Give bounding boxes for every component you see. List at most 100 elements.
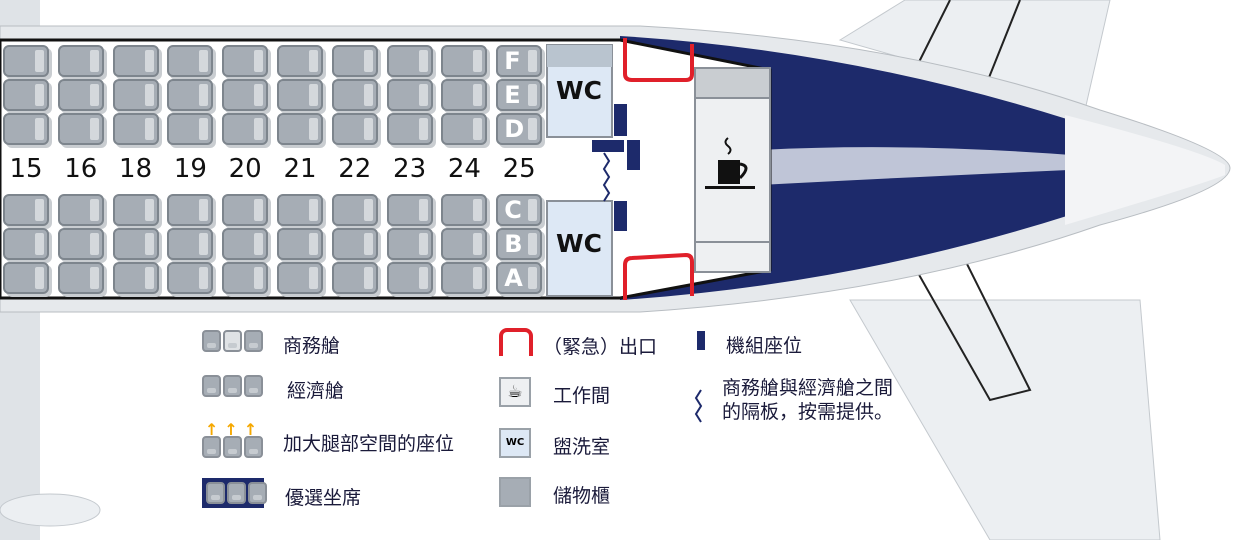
row-number: 22 — [338, 154, 372, 184]
legend-extra-legroom: 加大腿部空間的座位 — [283, 433, 455, 455]
seat[interactable]: E — [496, 79, 543, 111]
seat[interactable] — [57, 45, 104, 77]
seat[interactable] — [331, 194, 378, 226]
exit-upper — [623, 38, 694, 82]
seat[interactable] — [57, 79, 104, 111]
seat[interactable] — [167, 79, 214, 111]
legend-divider-line1: 商務艙與經濟艙之間 — [722, 377, 894, 399]
seat[interactable] — [441, 262, 488, 294]
coffee-icon — [705, 137, 755, 189]
seat[interactable] — [222, 113, 269, 145]
seat[interactable]: D — [496, 113, 543, 145]
galley-icon: ☕ — [499, 377, 531, 407]
legend-crew-seat: 機組座位 — [726, 335, 803, 357]
seat[interactable] — [3, 113, 49, 145]
seat[interactable] — [386, 228, 433, 260]
seat[interactable] — [57, 228, 104, 260]
row-number: 20 — [228, 154, 262, 184]
seat[interactable] — [167, 45, 214, 77]
crew-seats — [592, 104, 640, 231]
row-number: 23 — [393, 154, 427, 184]
row-number: 21 — [283, 154, 317, 184]
seat[interactable] — [112, 228, 159, 260]
seat[interactable]: F — [496, 45, 543, 77]
seat[interactable] — [3, 79, 49, 111]
seat[interactable] — [167, 194, 214, 226]
seat[interactable] — [167, 228, 214, 260]
seat[interactable] — [441, 45, 488, 77]
wc-label-lower: WC — [556, 229, 602, 258]
seat[interactable] — [277, 79, 323, 111]
seat[interactable] — [441, 228, 488, 260]
legend-business: 商務艙 — [283, 335, 341, 357]
seat[interactable] — [386, 113, 433, 145]
seat[interactable] — [277, 228, 323, 260]
seat[interactable] — [441, 113, 488, 145]
seat[interactable] — [112, 79, 159, 111]
seat[interactable] — [222, 194, 269, 226]
legend-business-icon — [202, 330, 263, 352]
seat[interactable] — [386, 45, 433, 77]
seat[interactable] — [277, 113, 323, 145]
seat[interactable] — [277, 194, 323, 226]
legend-lavatory: 盥洗室 — [553, 436, 611, 458]
seat[interactable] — [441, 79, 488, 111]
row-number: 24 — [447, 154, 481, 184]
row-number: 25 — [502, 154, 536, 184]
exit-icon — [499, 328, 533, 356]
seat[interactable] — [331, 228, 378, 260]
seat[interactable]: B — [496, 228, 543, 260]
seat[interactable] — [277, 45, 323, 77]
seat[interactable] — [331, 45, 378, 77]
seat[interactable] — [222, 262, 269, 294]
seat[interactable] — [112, 262, 159, 294]
seat[interactable] — [3, 194, 49, 226]
seat[interactable] — [112, 45, 159, 77]
seat[interactable] — [3, 45, 49, 77]
row-number: 16 — [64, 154, 98, 184]
seat[interactable] — [331, 113, 378, 145]
seat[interactable] — [112, 194, 159, 226]
seat[interactable] — [112, 113, 159, 145]
arrow-up-icon: ↑↑↑ — [205, 420, 264, 439]
seat[interactable] — [57, 194, 104, 226]
row-number: 19 — [173, 154, 207, 184]
legend-preferred: 優選坐席 — [285, 487, 362, 509]
legend-preferred-seats — [206, 482, 267, 504]
seat[interactable] — [167, 262, 214, 294]
wc-lower — [546, 200, 613, 297]
legend-galley: 工作間 — [553, 385, 611, 407]
seat[interactable] — [222, 79, 269, 111]
seat[interactable]: C — [496, 194, 543, 226]
legend-extra-legroom-icon — [202, 436, 263, 458]
exit-lower — [623, 252, 694, 300]
crew-seat-icon — [697, 331, 705, 350]
seat[interactable] — [441, 194, 488, 226]
divider-zigzag — [602, 152, 611, 202]
seat[interactable] — [222, 45, 269, 77]
seat[interactable] — [331, 262, 378, 294]
row-number: 18 — [119, 154, 153, 184]
seat[interactable] — [3, 228, 49, 260]
divider-icon — [694, 389, 703, 423]
storage-icon — [499, 477, 531, 507]
lower-wing — [849, 299, 1161, 540]
legend-exit: （緊急）出口 — [543, 336, 658, 358]
seat[interactable] — [222, 228, 269, 260]
seat[interactable]: A — [496, 262, 543, 294]
row-number: 15 — [9, 154, 43, 184]
seat[interactable] — [277, 262, 323, 294]
seat[interactable] — [57, 262, 104, 294]
seat[interactable] — [386, 194, 433, 226]
seat[interactable] — [386, 262, 433, 294]
legend-divider-line2: 的隔板，按需提供。 — [722, 401, 894, 423]
wc-label-upper: WC — [556, 76, 602, 105]
seat[interactable] — [331, 79, 378, 111]
seat[interactable] — [3, 262, 49, 294]
seat[interactable] — [57, 113, 104, 145]
seat[interactable] — [386, 79, 433, 111]
seat[interactable] — [167, 113, 214, 145]
legend-storage: 儲物櫃 — [553, 485, 611, 507]
wc-icon: WC — [499, 428, 531, 458]
legend-economy-icon — [202, 375, 263, 397]
